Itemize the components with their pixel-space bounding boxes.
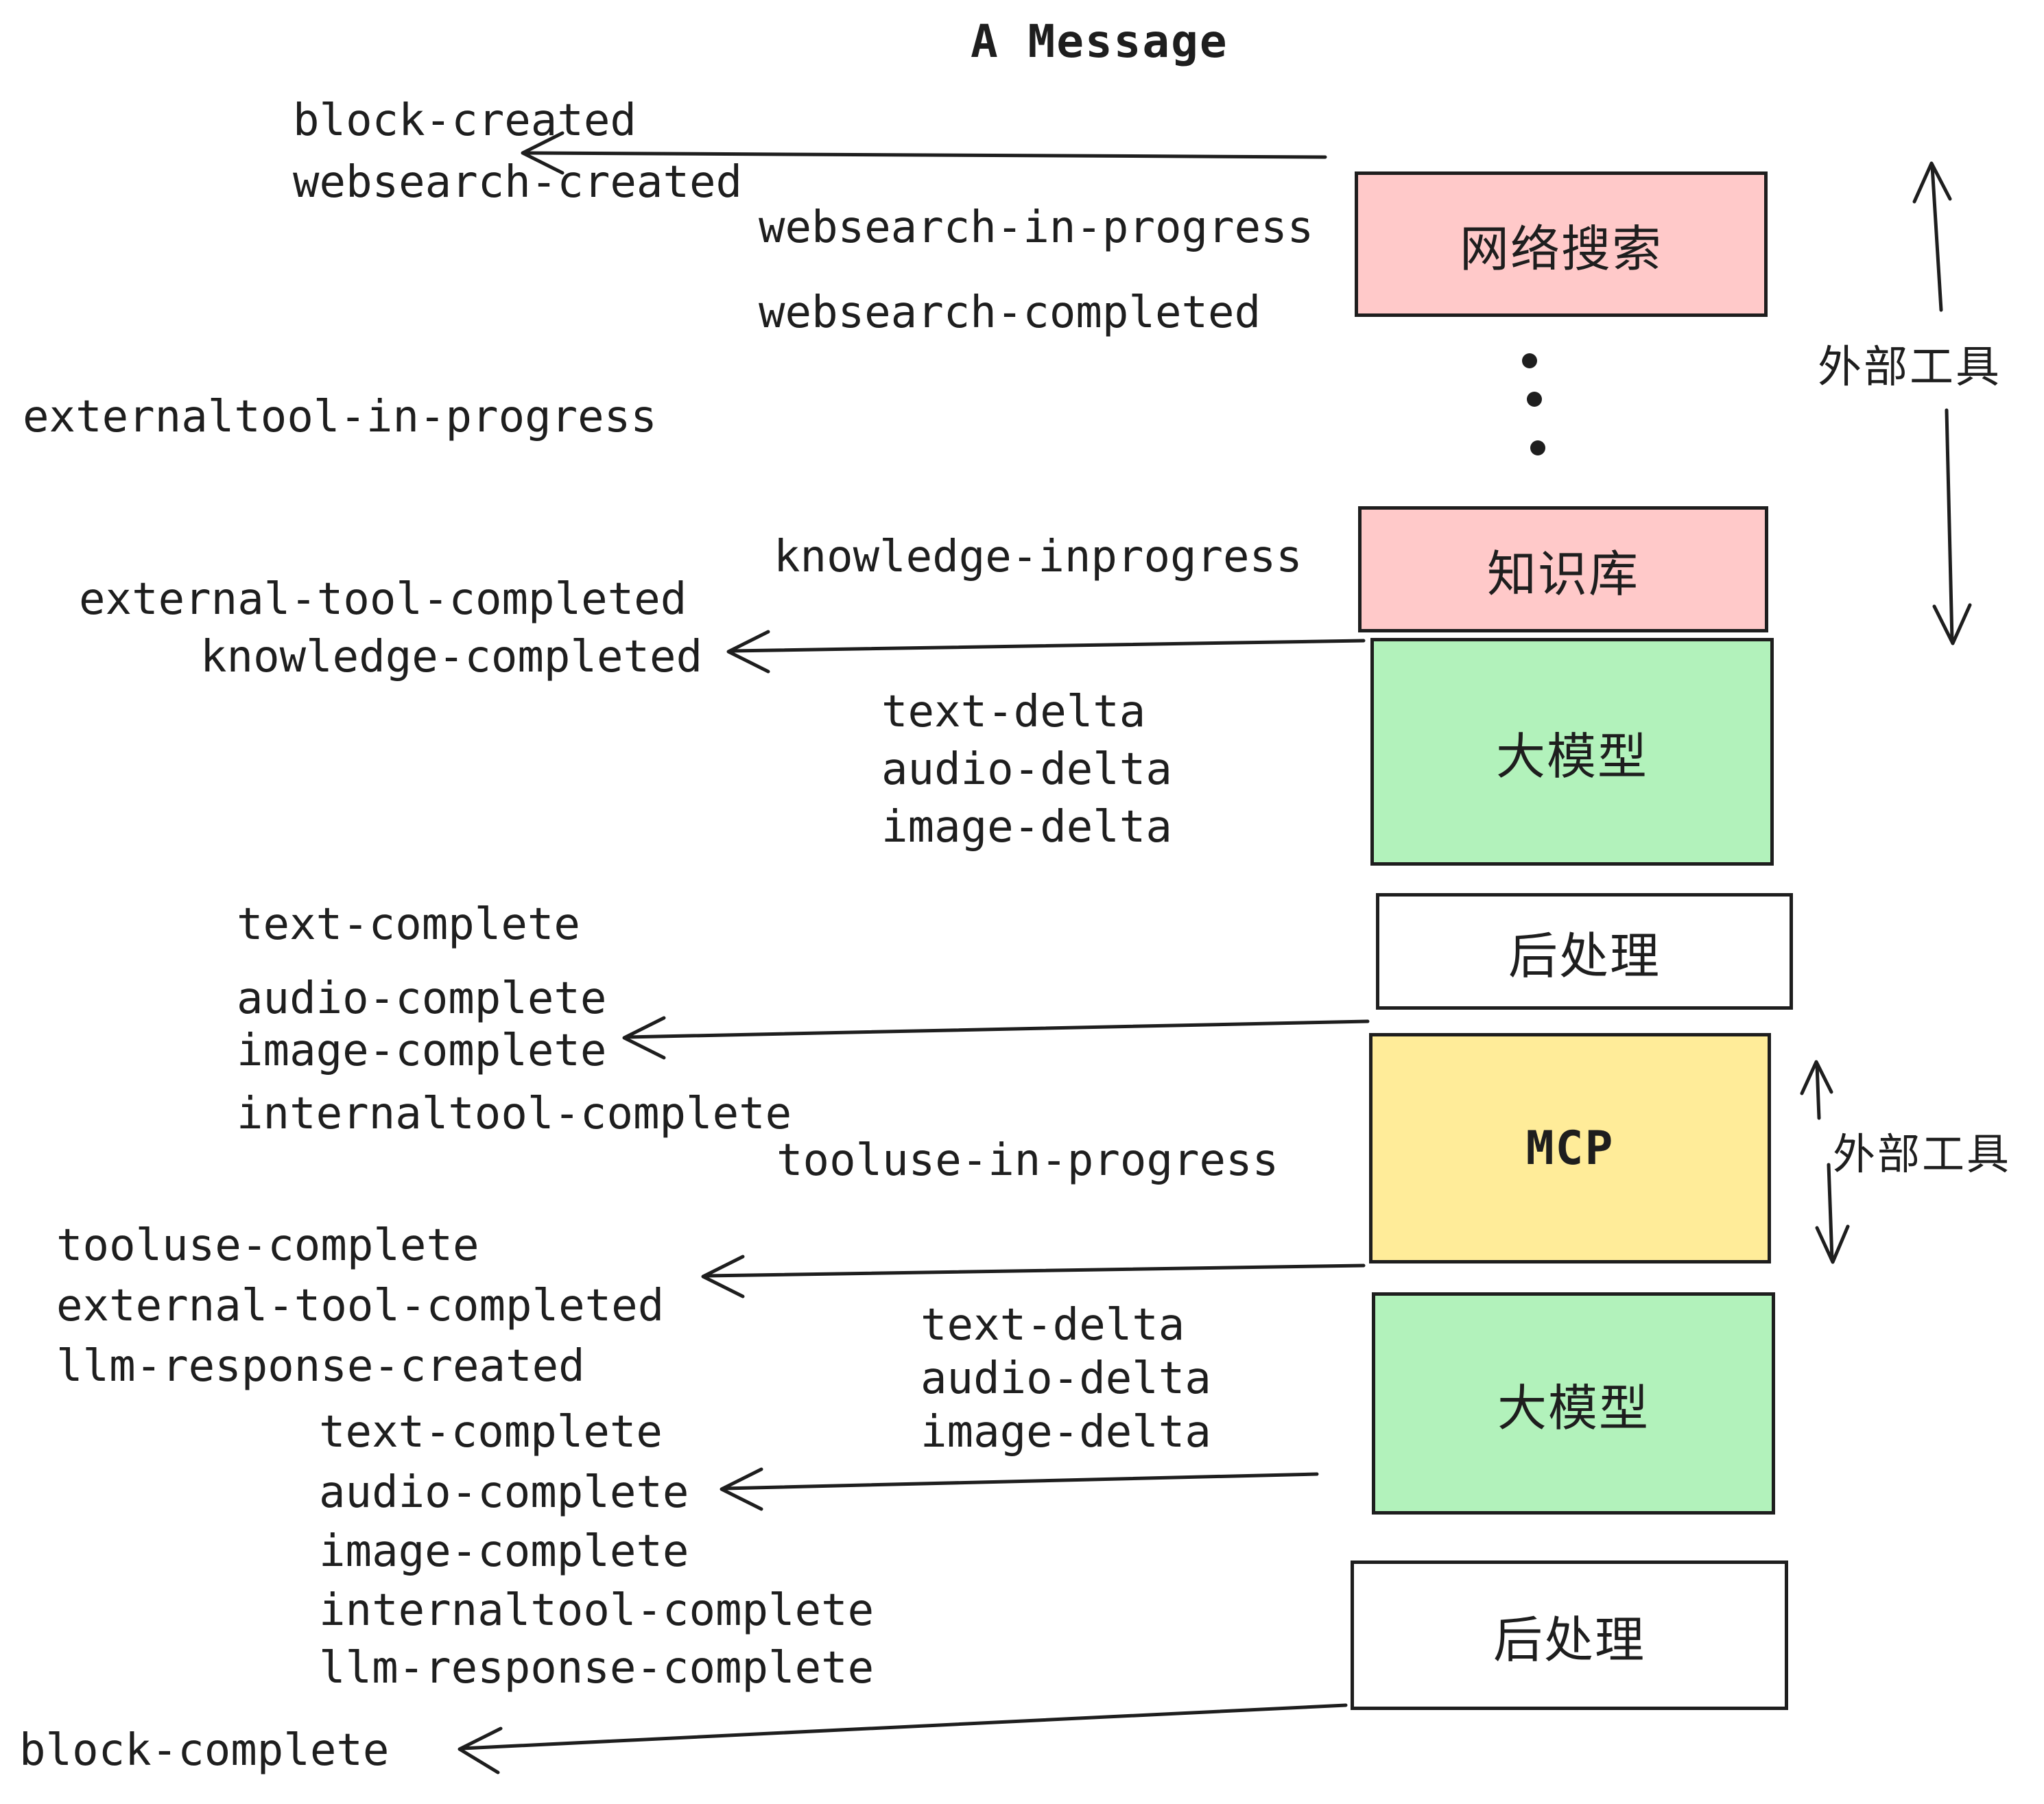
event-websearch-created: websearch-created bbox=[293, 157, 743, 208]
event-audio-complete-2: audio-complete bbox=[319, 1467, 689, 1518]
box-llm-top: 大模型 bbox=[1370, 638, 1774, 866]
event-internaltool-complete-2: internaltool-complete bbox=[319, 1585, 875, 1636]
box-postprocess-bottom-label: 后处理 bbox=[1493, 1611, 1645, 1669]
event-tooluse-in-progress: tooluse-in-progress bbox=[776, 1135, 1279, 1186]
event-knowledge-inprogress: knowledge-inprogress bbox=[774, 532, 1303, 582]
arrow-websearch-created bbox=[521, 131, 1327, 175]
box-knowledge-label: 知识库 bbox=[1486, 545, 1639, 603]
box-llm-bottom-label: 大模型 bbox=[1497, 1379, 1650, 1437]
event-external-tool-completed-2: external-tool-completed bbox=[56, 1281, 665, 1331]
arrow-audio-complete bbox=[720, 1467, 1319, 1511]
event-knowledge-completed: knowledge-completed bbox=[200, 632, 703, 683]
event-audio-delta-1: audio-delta bbox=[881, 744, 1172, 795]
event-image-delta-2: image-delta bbox=[920, 1407, 1211, 1458]
event-image-delta-1: image-delta bbox=[881, 802, 1172, 853]
diagram-title: A Message bbox=[971, 15, 1228, 68]
side-label-external-tools-top: 外部工具 bbox=[1818, 342, 2001, 393]
event-text-complete-2: text-complete bbox=[319, 1407, 663, 1458]
event-text-delta-2: text-delta bbox=[920, 1300, 1185, 1351]
box-postprocess-top: 后处理 bbox=[1376, 893, 1793, 1010]
event-audio-delta-2: audio-delta bbox=[920, 1353, 1211, 1404]
side-label-external-tools-mcp: 外部工具 bbox=[1833, 1129, 2012, 1179]
event-image-complete-2: image-complete bbox=[319, 1526, 689, 1577]
event-llm-response-created: llm-response-created bbox=[56, 1341, 585, 1392]
arrow-knowledge-completed bbox=[726, 630, 1366, 674]
arrow-image-complete bbox=[622, 1016, 1370, 1060]
box-postprocess-top-label: 后处理 bbox=[1508, 927, 1661, 985]
event-block-complete: block-complete bbox=[19, 1725, 390, 1776]
event-tooluse-complete: tooluse-complete bbox=[56, 1220, 479, 1271]
event-external-tool-completed-1: external-tool-completed bbox=[79, 574, 687, 625]
box-websearch-label: 网络搜索 bbox=[1459, 219, 1663, 278]
event-text-delta-1: text-delta bbox=[881, 687, 1146, 737]
box-llm-top-label: 大模型 bbox=[1495, 727, 1648, 785]
event-llm-response-complete: llm-response-complete bbox=[319, 1643, 875, 1694]
box-knowledge: 知识库 bbox=[1358, 506, 1768, 632]
event-externaltool-in-progress: externaltool-in-progress bbox=[23, 392, 657, 442]
arrow-tooluse-complete bbox=[701, 1255, 1366, 1298]
event-image-complete-1: image-complete bbox=[237, 1025, 607, 1076]
box-mcp-label: MCP bbox=[1525, 1121, 1615, 1176]
arrow-mcp-external-down bbox=[1815, 1163, 1850, 1264]
arrow-external-tools-down bbox=[1932, 408, 1972, 645]
event-block-created: block-created bbox=[293, 95, 637, 146]
ellipsis-dots-icon bbox=[1522, 353, 1545, 455]
event-websearch-completed: websearch-completed bbox=[759, 287, 1261, 338]
arrow-mcp-external-up bbox=[1800, 1060, 1833, 1120]
arrow-block-complete bbox=[457, 1703, 1348, 1775]
arrow-external-tools-up bbox=[1912, 161, 1952, 312]
event-text-complete-1: text-complete bbox=[237, 899, 580, 950]
box-mcp: MCP bbox=[1369, 1033, 1771, 1263]
box-llm-bottom: 大模型 bbox=[1372, 1292, 1775, 1515]
box-postprocess-bottom: 后处理 bbox=[1351, 1560, 1788, 1710]
event-audio-complete-1: audio-complete bbox=[237, 973, 607, 1024]
event-internaltool-complete-1: internaltool-complete bbox=[237, 1089, 792, 1139]
event-websearch-in-progress: websearch-in-progress bbox=[759, 202, 1314, 253]
box-websearch: 网络搜索 bbox=[1355, 171, 1768, 317]
